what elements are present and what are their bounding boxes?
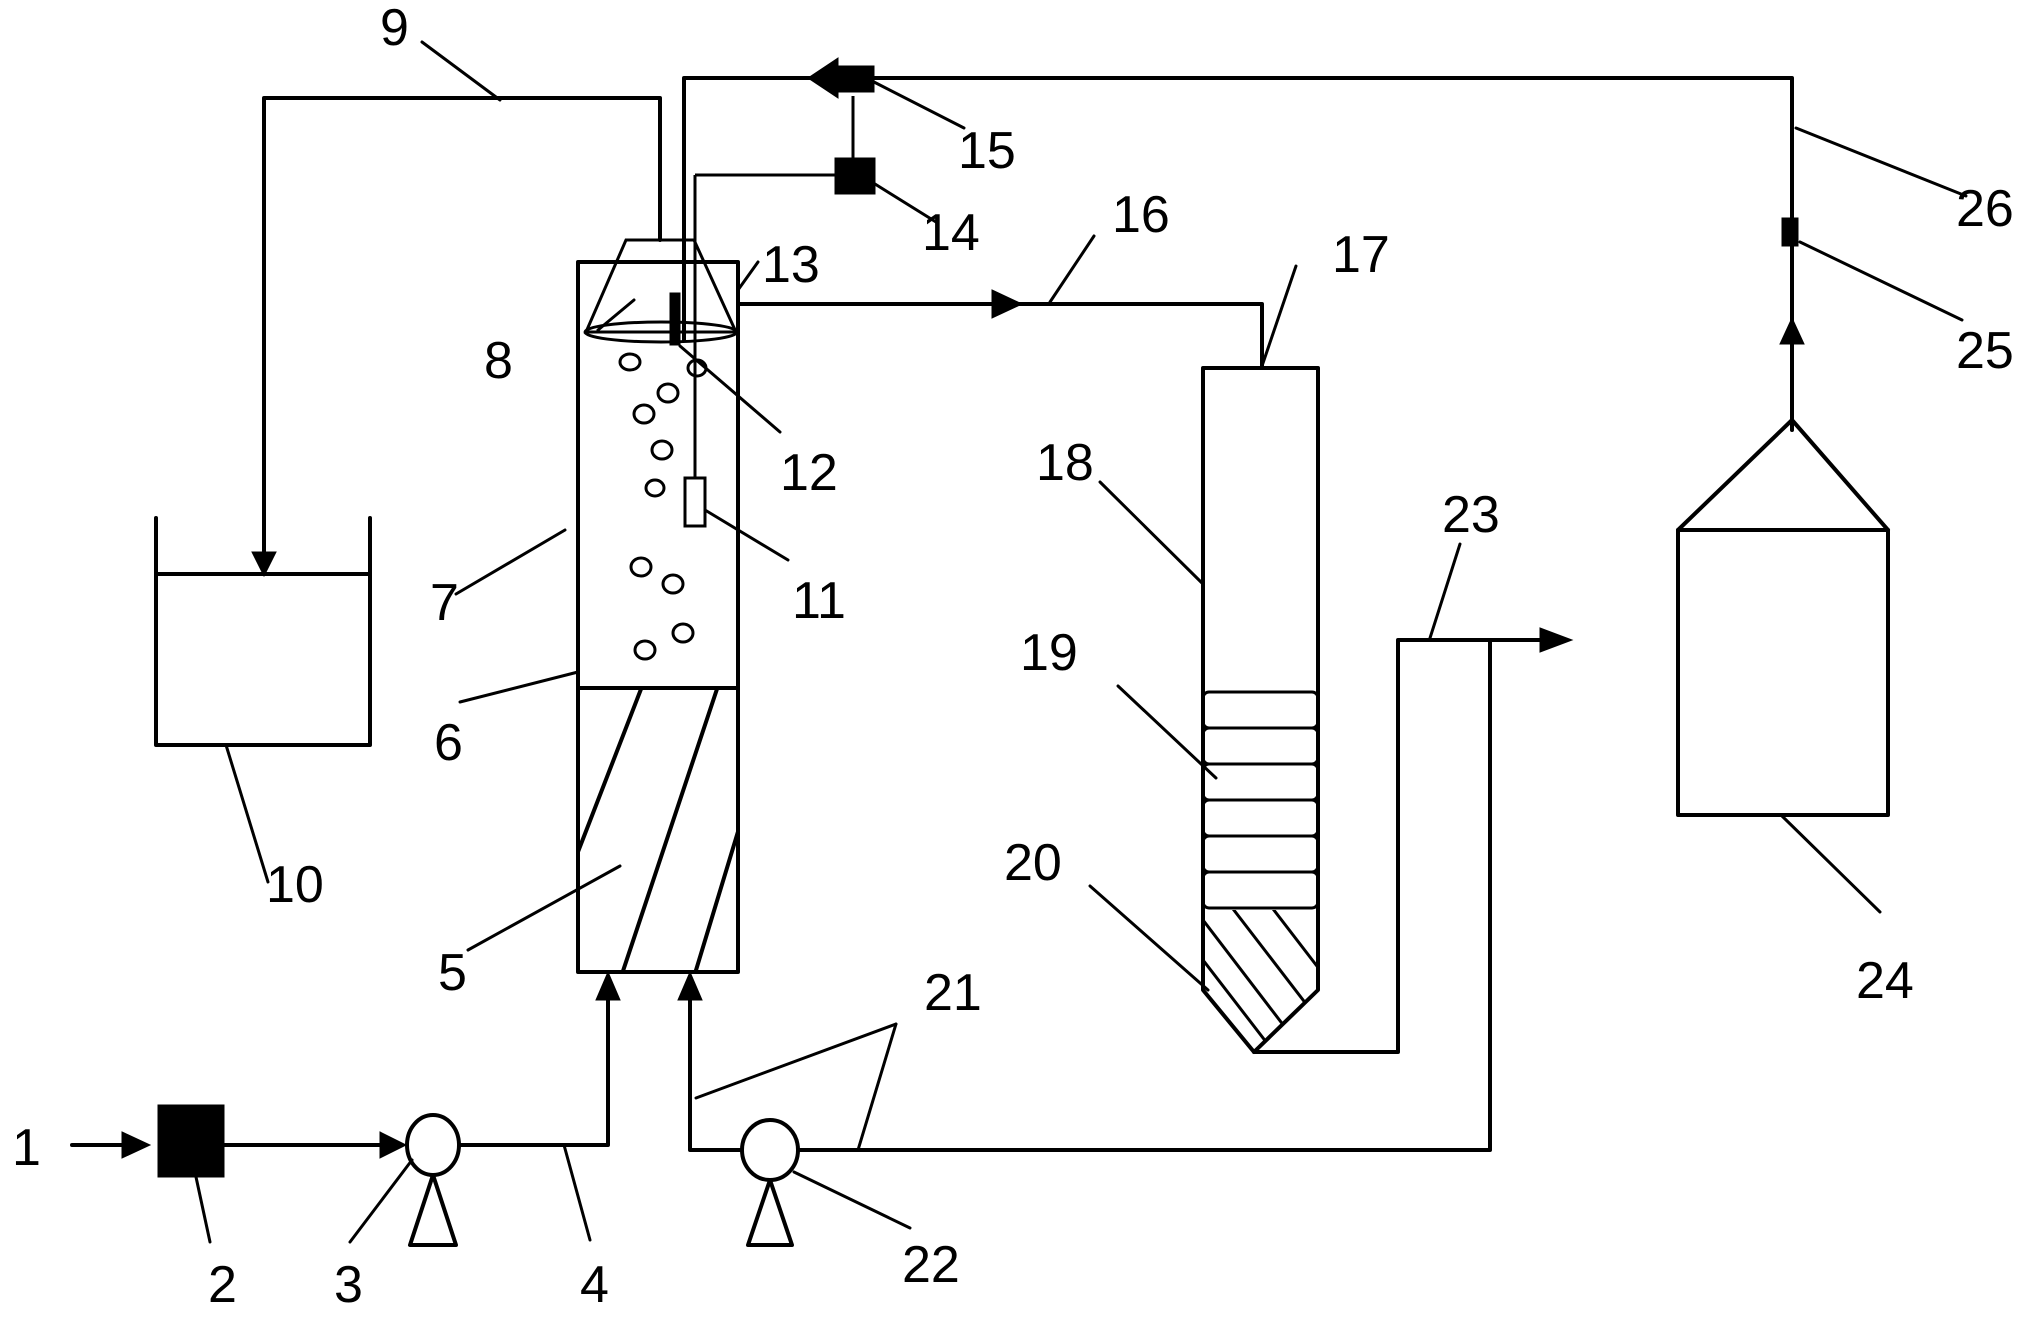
label-10: 10 — [266, 856, 324, 914]
label-6: 6 — [434, 714, 463, 772]
label-9: 9 — [380, 0, 409, 57]
label-1: 1 — [12, 1119, 41, 1177]
label-5: 5 — [438, 944, 467, 1002]
label-23: 23 — [1442, 486, 1500, 544]
label-8: 8 — [484, 332, 513, 390]
gas-holder — [1676, 418, 1890, 817]
packed-bed — [578, 688, 738, 972]
gas-bubbles — [618, 352, 708, 661]
valve-25 — [1781, 217, 1799, 247]
sensor-probe-12 — [669, 292, 681, 346]
label-14: 14 — [922, 204, 980, 262]
separator-hood — [583, 238, 739, 344]
effluent-line — [736, 289, 1264, 370]
label-12: 12 — [780, 444, 838, 502]
recycle-pump-22 — [740, 1118, 800, 1182]
label-16: 16 — [1112, 186, 1170, 244]
gas-line — [251, 96, 662, 578]
label-21: 21 — [924, 964, 982, 1022]
label-18: 18 — [1036, 434, 1094, 492]
outlet-line — [1252, 627, 1574, 1054]
controller-14 — [834, 157, 876, 195]
settling-column — [1201, 366, 1320, 1054]
label-7: 7 — [430, 574, 459, 632]
label-2: 2 — [208, 1256, 237, 1314]
leader-lines — [194, 40, 1968, 1244]
label-25: 25 — [1956, 322, 2014, 380]
sludge-layers — [1201, 690, 1320, 910]
sensor-probe-11 — [683, 476, 707, 528]
label-11: 11 — [792, 572, 846, 630]
label-3: 3 — [334, 1256, 363, 1314]
label-13: 13 — [762, 236, 820, 294]
number-labels: 1 2 3 4 5 6 7 8 9 10 11 12 13 14 15 16 1… — [12, 0, 2014, 1314]
label-19: 19 — [1020, 624, 1078, 682]
label-26: 26 — [1956, 180, 2014, 238]
label-17: 17 — [1332, 226, 1390, 284]
gas-collection-tank — [154, 516, 372, 747]
feed-line — [70, 970, 621, 1247]
label-4: 4 — [580, 1256, 609, 1314]
label-24: 24 — [1856, 952, 1914, 1010]
feed-pump-3 — [405, 1113, 461, 1177]
feed-tank-2 — [157, 1104, 225, 1178]
recycle-line — [677, 638, 1492, 1247]
label-22: 22 — [902, 1236, 960, 1294]
control-loop — [682, 57, 1805, 432]
label-15: 15 — [958, 122, 1016, 180]
reactor-column — [576, 175, 740, 974]
pump-15-arrow — [807, 57, 875, 99]
label-20: 20 — [1004, 834, 1062, 892]
